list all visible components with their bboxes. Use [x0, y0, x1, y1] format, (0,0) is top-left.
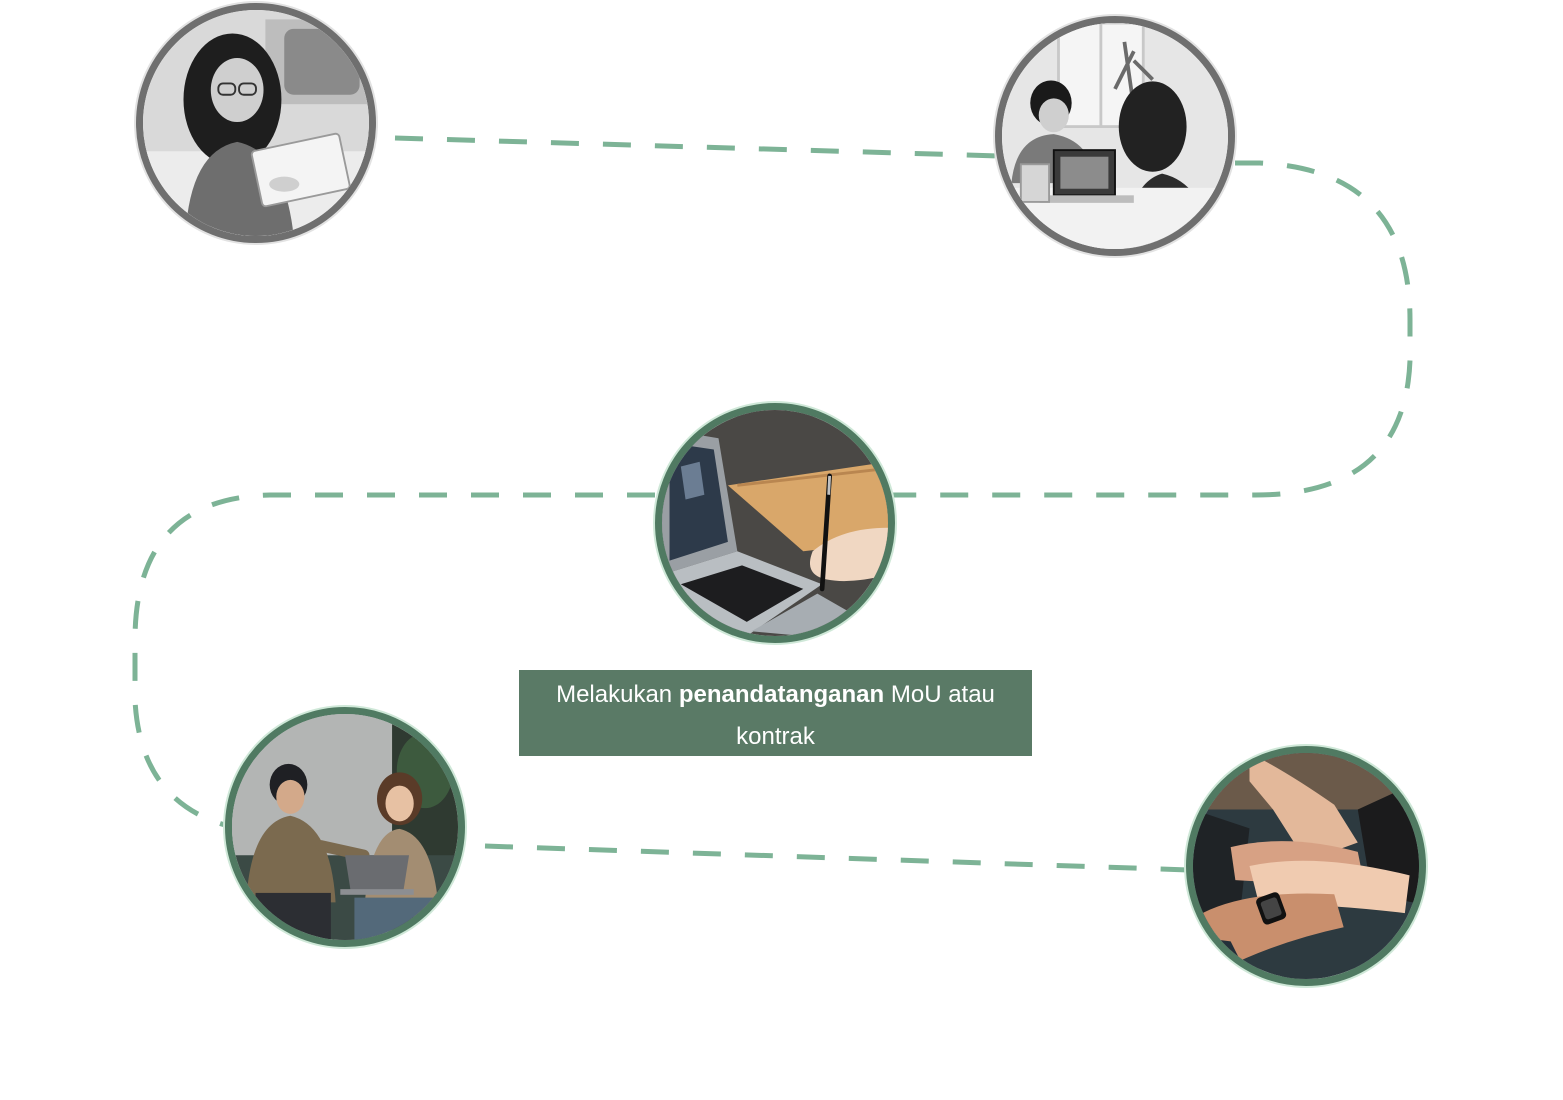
woman-laptop-image	[143, 10, 369, 236]
team-laptops-image	[1002, 23, 1228, 249]
colleagues-laptop-image	[232, 714, 458, 940]
step-4-photo[interactable]	[225, 707, 465, 947]
step-2-photo[interactable]	[995, 16, 1235, 256]
step-1-photo[interactable]	[136, 3, 376, 243]
caption-text-bold: penandatanganan	[678, 681, 885, 708]
signing-pen-image	[662, 410, 888, 636]
step-3-photo[interactable]	[655, 403, 895, 643]
caption-text-regular-end: MoU atau kontrak	[736, 681, 995, 750]
stacked-hands-image	[1193, 753, 1419, 979]
step-3-caption: Melakukan penandatanganan MoU atau kontr…	[519, 670, 1032, 756]
caption-text-regular-start: Melakukan	[556, 681, 679, 708]
step-5-photo[interactable]	[1186, 746, 1426, 986]
